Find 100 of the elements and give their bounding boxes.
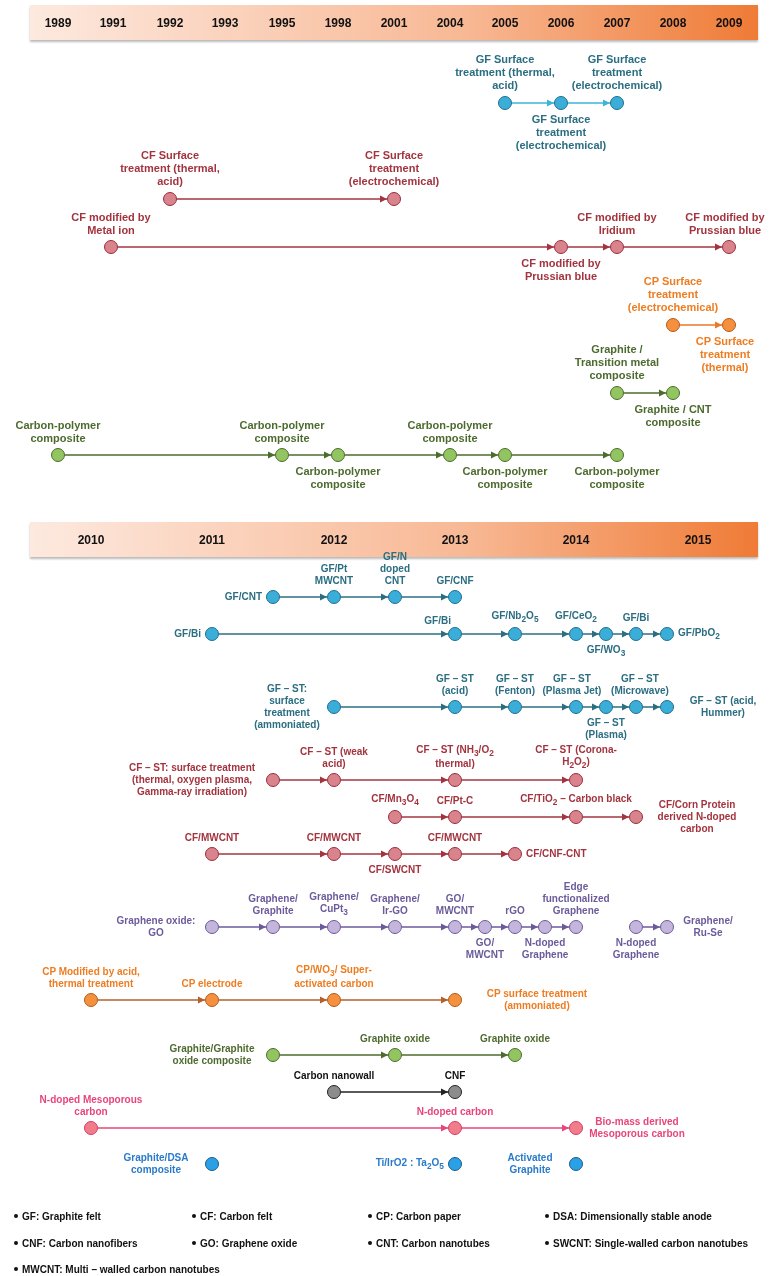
milestone-label: GF/Pt MWCNT [313, 563, 355, 587]
timeline-dot [569, 627, 583, 641]
year-label: 2001 [380, 15, 408, 30]
arrow [218, 850, 328, 858]
arrow [551, 923, 570, 931]
year-label: 1998 [324, 15, 352, 30]
timeline-dot [722, 318, 736, 332]
timeline-dot [266, 590, 280, 604]
milestone-label: GF/CNF [436, 575, 474, 587]
timeline-dot [498, 96, 512, 110]
timeline-dot [554, 240, 568, 254]
timeline-dot [722, 240, 736, 254]
arrow [64, 451, 276, 459]
milestone-label: N-doped Mesoporous carbon [38, 1094, 144, 1118]
timeline-dot [388, 1048, 402, 1062]
milestone-label: CF/MWCNT [184, 832, 240, 844]
timeline-dot [508, 700, 522, 714]
timeline-dot [388, 920, 402, 934]
abbreviation-note: CNT: Carbon nanotubes [376, 1237, 490, 1249]
timeline-dot [448, 993, 462, 1007]
arrow [344, 451, 444, 459]
arrow [401, 923, 449, 931]
year-label: 1989 [44, 15, 72, 30]
timeline-dot [327, 773, 341, 787]
milestone-label: GF – ST (Microwave) [610, 673, 670, 697]
arrow [582, 630, 600, 638]
arrow [521, 630, 570, 638]
milestone-label: GF – ST (Plasma Jet) [541, 673, 603, 697]
timeline-dot [629, 810, 643, 824]
milestone-label: N-doped carbon [416, 1106, 494, 1118]
timeline-dot [629, 627, 643, 641]
arrow [340, 593, 389, 601]
milestone-label: Graphite/Graphite oxide composite [168, 1043, 256, 1067]
arrow [642, 703, 661, 711]
milestone-label: CF/CNF-CNT [526, 848, 587, 860]
timeline-dot [610, 386, 624, 400]
abbreviation-note: CF: Carbon felt [200, 1210, 273, 1222]
timeline-dot [666, 318, 680, 332]
milestone-label: N-doped Graphene [611, 937, 661, 961]
milestone-label: CF/MWCNT [427, 832, 483, 844]
arrow [461, 813, 570, 821]
abbreviation-note: CNF: Carbon nanofibers [22, 1237, 138, 1249]
abbreviation-note: GO: Graphene oxide [200, 1237, 298, 1249]
milestone-label: CP/WO$_{3}$/ Super-activated carbon [294, 964, 374, 990]
arrow [340, 703, 449, 711]
arrow [401, 850, 449, 858]
year-label: 1995 [268, 15, 296, 30]
milestone-label: CF Surface treatment (thermal, acid) [119, 149, 221, 189]
timeline-dot [331, 448, 345, 462]
year-label: 2015 [684, 532, 712, 547]
timeline-dot [569, 810, 583, 824]
abbreviation-note: MWCNT: Multi – walled carbon nanotubes [22, 1263, 220, 1275]
arrow [97, 996, 206, 1004]
timeline-dot [660, 627, 674, 641]
timeline-dot [205, 847, 219, 861]
timeline-dot [610, 96, 624, 110]
arrow [340, 776, 449, 784]
arrow [582, 703, 600, 711]
abbreviation-note: GF: Graphite felt [22, 1210, 101, 1222]
milestone-label: Graphene/ Graphite [247, 893, 299, 917]
arrow [521, 703, 570, 711]
timeline-dot [569, 1157, 583, 1171]
milestone-label: Carbon-polymer composite [461, 465, 549, 492]
timeline-dot [569, 920, 583, 934]
timeline-dot [448, 1121, 462, 1135]
arrow [340, 923, 389, 931]
milestone-label: Graphene/ Ru-Se [682, 915, 734, 939]
timeline-dot [51, 448, 65, 462]
year-label: 2012 [320, 532, 348, 547]
arrow [461, 703, 509, 711]
arrow [461, 923, 479, 931]
milestone-label: Carbon-polymer composite [294, 465, 382, 492]
arrow [279, 923, 328, 931]
timeline-dot [163, 192, 177, 206]
arrow [288, 451, 332, 459]
milestone-label: GF Surface treatment (electrochemical) [570, 53, 664, 93]
milestone-label: CF Surface treatment (electrochemical) [347, 149, 441, 189]
milestone-label: Bio-mass derived Mesoporous carbon [588, 1116, 686, 1140]
milestone-label: CF/TiO$_{2}$ – Carbon black [520, 793, 632, 807]
milestone-label: Graphene/ CuPt$_{3}$ [308, 891, 360, 917]
arrow [218, 996, 328, 1004]
timeline-dot [388, 847, 402, 861]
milestone-label: CF/Mn$_{3}$O$_{4}$ [371, 793, 419, 807]
arrow [642, 630, 661, 638]
milestone-label: GF/Nb$_{2}$O$_{5}$ [491, 610, 539, 624]
arrow [117, 243, 555, 251]
arrow [279, 1051, 389, 1059]
timeline-dot [448, 810, 462, 824]
timeline-dot [610, 448, 624, 462]
arrow [279, 776, 328, 784]
milestone-label: CF modified by Prussian blue [520, 257, 602, 284]
timeline-dot [448, 773, 462, 787]
timeline-dot [266, 773, 280, 787]
arrow [612, 703, 630, 711]
arrow [340, 850, 389, 858]
timeline-dot [443, 448, 457, 462]
abbreviation-note: DSA: Dimensionally stable anode [553, 1210, 712, 1222]
timeline-dot [387, 192, 401, 206]
milestone-label: CF/Pt-C [436, 795, 474, 807]
timeline-dot [629, 920, 643, 934]
